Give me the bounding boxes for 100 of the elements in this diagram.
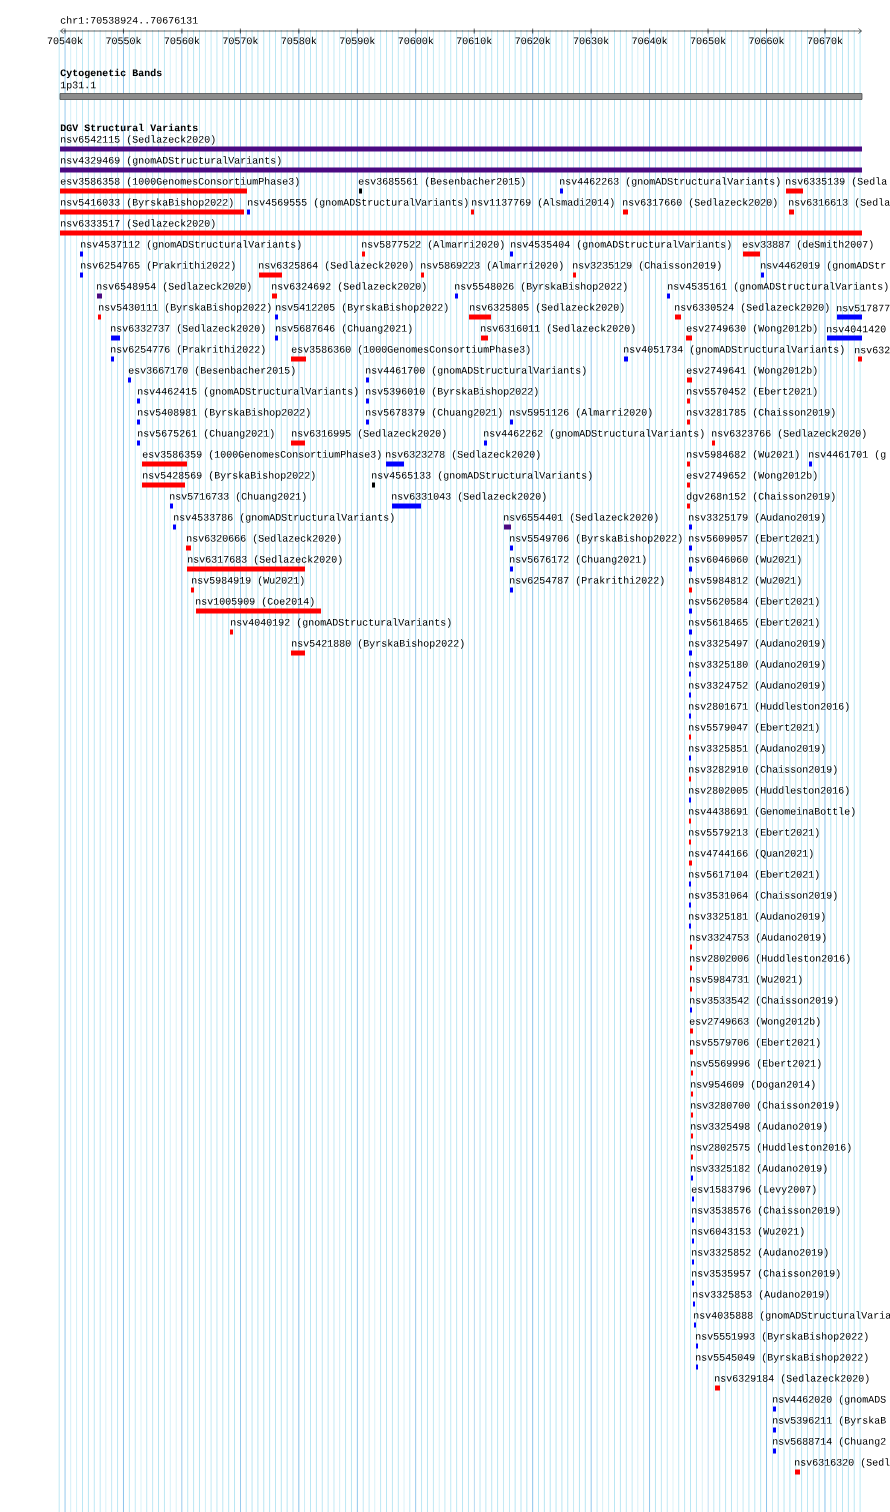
variant-label: nsv6333517 (Sedlazeck2020) bbox=[61, 219, 215, 229]
tick-label: 70560k bbox=[164, 36, 200, 45]
variant-label: nsv5569996 (Ebert2021) bbox=[691, 1059, 821, 1069]
variant-label: nsv4535161 (gnomADStructuralVariants) bbox=[668, 282, 888, 292]
variant-label: nsv6324692 (Sedlazeck2020) bbox=[272, 282, 426, 292]
variant-label: nsv4535404 (gnomADStructuralVariants) bbox=[511, 240, 731, 250]
variant-label: nsv5688714 (Chuang2 bbox=[773, 1437, 886, 1447]
variant-label: nsv6323278 (Sedlazeck2020) bbox=[386, 450, 540, 460]
tick-label: 70600k bbox=[398, 36, 434, 45]
variant-label: nsv3538576 (Chaisson2019) bbox=[692, 1206, 840, 1216]
variant-label: nsv3325179 (Audano2019) bbox=[689, 513, 825, 523]
variant-label: nsv5617104 (Ebert2021) bbox=[689, 870, 819, 880]
variant-label: nsv1137769 (Alsmadi2014) bbox=[472, 198, 614, 208]
variant-label: nsv4462020 (gnomADS bbox=[773, 1395, 886, 1405]
variant-label: nsv3281785 (Chaisson2019) bbox=[687, 408, 835, 418]
variant-label: nsv4744166 (Quan2021) bbox=[689, 849, 813, 859]
variant-label: nsv5412205 (ByrskaBishop2022) bbox=[276, 303, 448, 313]
tick-label: 70640k bbox=[632, 36, 668, 45]
coordinate-label: chr1:70538924..70676131 bbox=[60, 16, 198, 24]
tick-label: 70540k bbox=[47, 36, 83, 45]
variant-label: esv3685561 (Besenbacher2015) bbox=[358, 177, 525, 187]
variant-label: nsv2802575 (Huddleston2016) bbox=[691, 1143, 851, 1153]
variant-label: nsv5428569 (ByrskaBishop2022) bbox=[143, 471, 315, 481]
variant-label: nsv5545049 (ByrskaBishop2022) bbox=[696, 1353, 868, 1363]
variant-label: esv3586359 (1000GenomesConsortiumPhase3) bbox=[142, 450, 381, 460]
tick-label: 70660k bbox=[749, 36, 784, 45]
variant-label: nsv5396211 (ByrskaB bbox=[773, 1416, 886, 1426]
variant-label: nsv4041420 bbox=[827, 325, 886, 333]
variant-label: nsv5716733 (Chuang2021) bbox=[170, 492, 306, 502]
variant-label: nsv5951126 (Almarri2020) bbox=[510, 408, 652, 418]
variant-label: nsv3325498 (Audano2019) bbox=[691, 1122, 827, 1132]
variant-label: nsv5984682 (Wu2021) bbox=[687, 450, 799, 460]
variant-label: nsv6335139 (Sedla bbox=[786, 177, 887, 187]
variant-label: esv3667170 (Besenbacher2015) bbox=[128, 366, 295, 376]
tick-label: 70550k bbox=[106, 36, 141, 45]
variant-label: nsv6043153 (Wu2021) bbox=[692, 1227, 804, 1237]
variant-label: nsv5579213 (Ebert2021) bbox=[689, 828, 819, 838]
tick-label: 70670k bbox=[807, 36, 843, 45]
variant-label: nsv4565133 (gnomADStructuralVariants) bbox=[372, 471, 592, 481]
variant-label: nsv5620584 (Ebert2021) bbox=[689, 597, 819, 607]
variant-label: nsv6325805 (Sedlazeck2020) bbox=[470, 303, 624, 313]
variant-label: nsv6542115 (Sedlazeck2020) bbox=[61, 135, 215, 145]
variant-label: nsv5678379 (Chuang2021) bbox=[366, 408, 502, 418]
variant-label: nsv2801671 (Huddleston2016) bbox=[689, 702, 849, 712]
variant-label: nsv2802005 (Huddleston2016) bbox=[689, 786, 849, 796]
variant-label: nsv5548026 (ByrskaBishop2022) bbox=[455, 282, 627, 292]
variant-label: nsv4461701 (g bbox=[809, 450, 886, 460]
variant-label: nsv5877522 (Almarri2020) bbox=[362, 240, 504, 250]
variant-label: nsv6316995 (Sedlazeck2020) bbox=[292, 429, 446, 439]
variant-label: esv2749641 (Wong2012b) bbox=[686, 366, 817, 376]
variant-label: nsv3325497 (Audano2019) bbox=[689, 639, 825, 649]
tick-label: 70610k bbox=[456, 36, 492, 45]
variant-label: nsv5430111 (ByrskaBishop2022) bbox=[99, 303, 271, 313]
variant-label: nsv6046060 (Wu2021) bbox=[689, 555, 801, 565]
variant-label: esv2749630 (Wong2012b) bbox=[686, 324, 817, 334]
variant-label: nsv4461700 (gnomADStructuralVariants) bbox=[366, 366, 586, 376]
variant-label: nsv6316613 (Sedla bbox=[789, 198, 890, 208]
variant-label: nsv6316320 (Sedl bbox=[795, 1458, 890, 1468]
variant-label: nsv4040192 (gnomADStructuralVariants) bbox=[231, 618, 451, 628]
variant-label: nsv5421880 (ByrskaBishop2022) bbox=[292, 639, 464, 649]
variant-label: nsv5675261 (Chuang2021) bbox=[138, 429, 274, 439]
variant-label: nsv2802006 (Huddleston2016) bbox=[690, 954, 850, 964]
variant-label: nsv3325181 (Audano2019) bbox=[689, 912, 825, 922]
variant-label: esv2749652 (Wong2012b) bbox=[686, 471, 817, 481]
variant-label: nsv4462019 (gnomADStr bbox=[761, 261, 886, 271]
variant-label: nsv5579047 (Ebert2021) bbox=[689, 723, 819, 733]
tick-label: 70590k bbox=[340, 36, 375, 45]
variant-label: nsv4462263 (gnomADStructuralVariants) bbox=[560, 177, 780, 187]
tick-label: 70630k bbox=[573, 36, 609, 45]
variant-label: nsv3325182 (Audano2019) bbox=[691, 1164, 827, 1174]
variant-label: nsv3324752 (Audano2019) bbox=[689, 681, 825, 691]
variant-label: nsv6254787 (Prakrithi2022) bbox=[510, 576, 664, 586]
band-label: 1p31.1 bbox=[60, 81, 96, 91]
variant-label: nsv6332737 (Sedlazeck2020) bbox=[111, 324, 265, 334]
tick-label: 70620k bbox=[515, 36, 551, 45]
variant-label: nsv3531064 (Chaisson2019) bbox=[689, 891, 837, 901]
variant-label: nsv5609057 (Ebert2021) bbox=[689, 534, 819, 544]
variant-label: nsv3324753 (Audano2019) bbox=[690, 933, 826, 943]
variant-label: nsv4537112 (gnomADStructuralVariants) bbox=[81, 240, 301, 250]
variant-label: nsv3535957 (Chaisson2019) bbox=[692, 1269, 840, 1279]
variant-label: nsv6316011 (Sedlazeck2020) bbox=[481, 324, 635, 334]
variant-label: esv3586360 (1000GenomesConsortiumPhase3) bbox=[291, 345, 530, 355]
variant-label: nsv3325180 (Audano2019) bbox=[689, 660, 825, 670]
track-title: Cytogenetic Bands bbox=[60, 68, 162, 79]
variant-label: nsv5549706 (ByrskaBishop2022) bbox=[510, 534, 682, 544]
variant-label: nsv6317660 (Sedlazeck2020) bbox=[623, 198, 777, 208]
variant-label: nsv6325864 (Sedlazeck2020) bbox=[259, 261, 413, 271]
variant-label: esv33887 (deSmith2007) bbox=[742, 240, 873, 250]
variant-label: nsv3325851 (Audano2019) bbox=[689, 744, 825, 754]
variant-label: nsv6330524 (Sedlazeck2020) bbox=[675, 303, 829, 313]
variant-label: nsv517877 bbox=[837, 304, 890, 312]
variant-label: nsv6331043 (Sedlazeck2020) bbox=[392, 492, 546, 502]
variant-label: nsv6320666 (Sedlazeck2020) bbox=[187, 534, 341, 544]
variant-label: nsv5618465 (Ebert2021) bbox=[689, 618, 819, 628]
variant-label: esv2749663 (Wong2012b) bbox=[689, 1017, 820, 1027]
variant-label: dgv268n152 (Chaisson2019) bbox=[686, 492, 835, 502]
variant-label: nsv3325853 (Audano2019) bbox=[693, 1290, 829, 1300]
variant-label: nsv3533542 (Chaisson2019) bbox=[690, 996, 838, 1006]
variant-label: nsv5676172 (Chuang2021) bbox=[510, 555, 646, 565]
variant-label: nsv5869223 (Almarri2020) bbox=[421, 261, 563, 271]
